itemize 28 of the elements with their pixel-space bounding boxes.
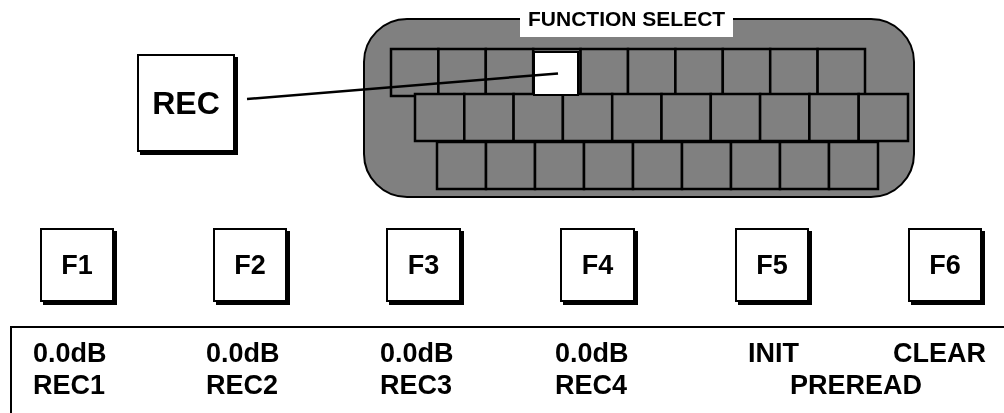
function-key	[386, 228, 461, 302]
key-label: F5	[756, 251, 788, 279]
display-text: 0.0dB	[380, 340, 454, 367]
function-key	[560, 228, 635, 302]
function-key	[213, 228, 287, 302]
display-panel	[10, 326, 1004, 413]
key-label: F2	[234, 251, 266, 279]
display-text: REC2	[206, 372, 279, 399]
display-text: 0.0dB	[33, 340, 107, 367]
key-label: F3	[407, 251, 440, 279]
key-label: F1	[61, 251, 93, 279]
display-text: INIT	[748, 340, 799, 367]
display-text: 0.0dB	[555, 340, 629, 367]
display-text: REC3	[380, 372, 453, 399]
key-label: F4	[581, 251, 614, 279]
display-text: REC4	[555, 372, 628, 399]
function-key	[908, 228, 982, 302]
highlighted-key	[533, 51, 579, 96]
key-label: F6	[929, 251, 961, 279]
leader-line	[246, 72, 559, 101]
display-text: 0.0dB	[206, 340, 280, 367]
function-key	[40, 228, 114, 302]
display-text: PREREAD	[790, 372, 923, 399]
function-key	[735, 228, 809, 302]
rec-key	[137, 54, 235, 152]
key-label: REC	[152, 87, 220, 119]
display-text: REC1	[33, 372, 106, 399]
display-text: CLEAR	[893, 340, 986, 367]
